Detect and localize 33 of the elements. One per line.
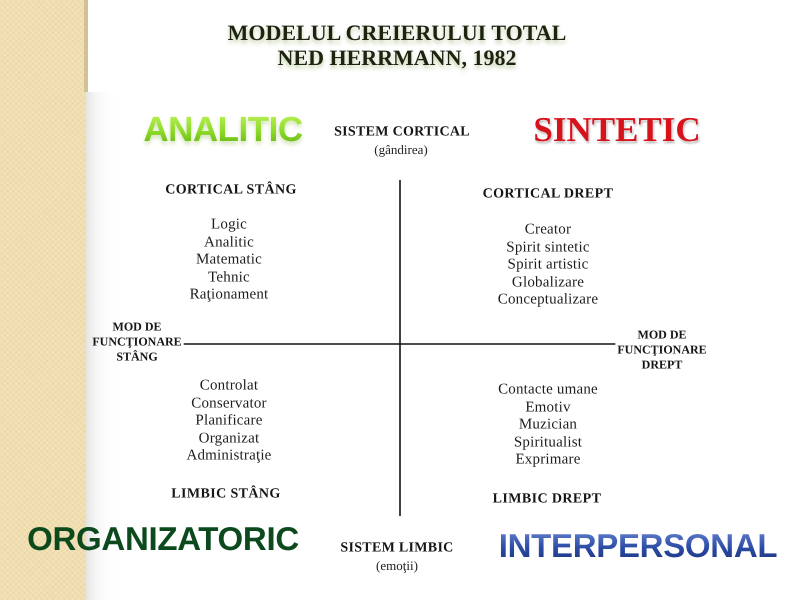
- quadrant-heading: CORTICAL STÂNG: [165, 182, 297, 198]
- trait-text: Tehnic: [208, 269, 250, 286]
- trait-text: Creator: [524, 222, 572, 238]
- side-label: MOD DE FUNCŢIONARE STÂNG: [92, 320, 182, 364]
- trait-text: Analitic: [204, 234, 254, 251]
- trait-text: Raţionament: [190, 286, 268, 304]
- trait-text: Organizat: [198, 430, 260, 447]
- trait-text: Controlat: [200, 378, 258, 394]
- quadrant-heading: LIMBIC DREPT: [492, 490, 602, 508]
- trait-text: Exprimare: [515, 452, 581, 468]
- style-label: ORGANIZATORIC: [27, 520, 299, 558]
- trait-text: Globalizare: [512, 274, 584, 291]
- trait-text: Emotiv: [525, 399, 571, 416]
- trait-text: Conceptualizare: [498, 292, 598, 308]
- trait-text: Administraţie: [186, 448, 272, 464]
- trait-text: Muzician: [518, 416, 578, 434]
- trait-text: Spiritualist: [514, 434, 582, 451]
- quadrant-heading: LIMBIC STÂNG: [171, 486, 281, 502]
- system-label: SISTEM LIMBIC: [340, 540, 454, 556]
- trait-text: Spirit artistic: [508, 256, 588, 274]
- style-label: SINTETIC: [533, 110, 701, 150]
- side-label: MOD DE FUNCŢIONARE DREPT: [617, 328, 707, 372]
- trait-text: Matematic: [196, 252, 262, 268]
- system-label: SISTEM CORTICAL: [334, 124, 470, 140]
- slide-title: MODELUL CREIERULUI TOTAL NED HERRMANN, 1982: [226, 20, 568, 70]
- trait-text: Spirit sintetic: [506, 239, 590, 256]
- system-sublabel: (emoţii): [376, 558, 418, 574]
- trait-text: Contacte umane: [498, 382, 598, 398]
- trait-text: Planificare: [195, 412, 263, 430]
- system-sublabel: (gândirea): [374, 142, 428, 158]
- trait-text: Conservator: [191, 395, 267, 412]
- trait-text: Logic: [211, 216, 247, 234]
- quadrant-heading: CORTICAL DREPT: [482, 186, 614, 202]
